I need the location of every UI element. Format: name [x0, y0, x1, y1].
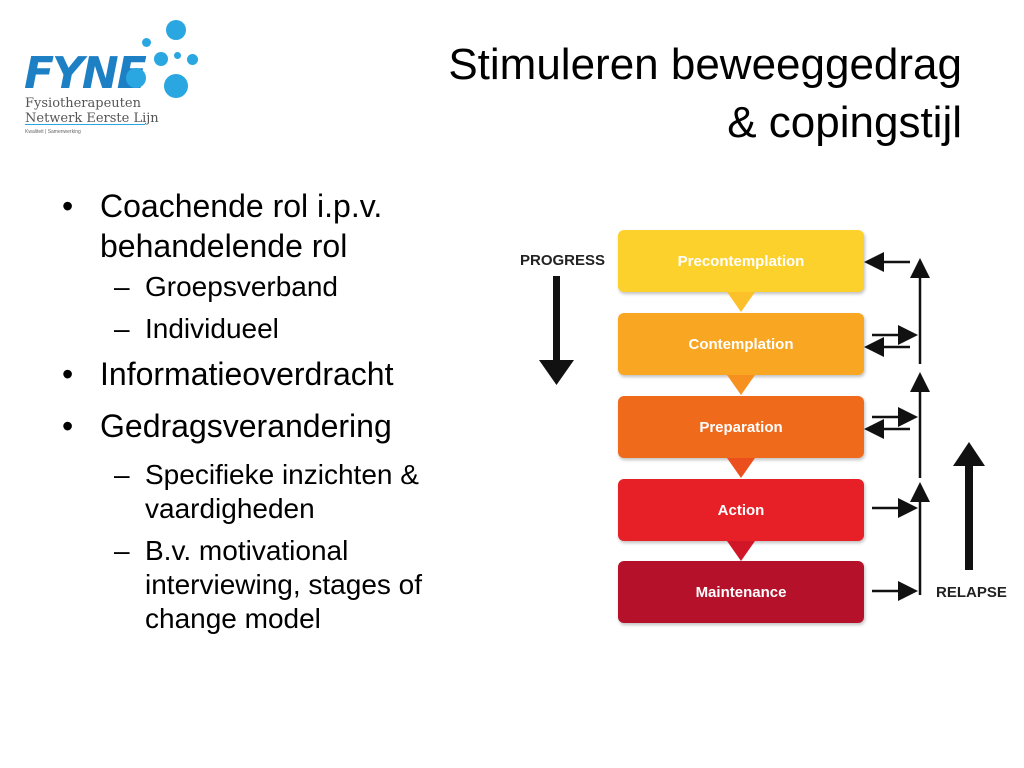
sub-bullet-text: B.v. motivational interviewing, stages o… [145, 535, 423, 634]
sub-bullet-item: – Individueel [58, 312, 498, 346]
stage-box: Preparation [618, 396, 864, 458]
sub-bullet-text: Groepsverband [145, 271, 339, 302]
sub-bullet-item: – Specifieke inzichten & vaardigheden [58, 458, 498, 526]
bullet-marker: • [62, 188, 74, 224]
relapse-label: RELAPSE [936, 584, 1007, 601]
bullet-item: • Coachende rol i.p.v. behandelende rol [58, 186, 498, 266]
sub-bullet-text: Individueel [145, 313, 279, 344]
sub-bullet-marker: – [114, 459, 130, 490]
stages-of-change-diagram: PROGRESS RELAPSE Precontemplation Contem… [500, 210, 1010, 650]
logo-tagline: Kwaliteit | Samenwerking [25, 129, 81, 135]
bullet-text: Coachende rol i.p.v. behandelende rol [100, 188, 383, 264]
sub-bullet-item: – Groepsverband [58, 270, 498, 304]
progress-arrow-icon [539, 276, 574, 385]
stage-box: Precontemplation [618, 230, 864, 292]
logo-dot [126, 68, 146, 88]
progress-label: PROGRESS [520, 252, 606, 269]
logo-dot [187, 54, 198, 65]
relapse-arrow-icon [953, 442, 985, 570]
stage-transition-arrows [864, 252, 918, 601]
sub-bullet-item: – B.v. motivational interviewing, stages… [58, 534, 498, 636]
bullet-item: • Informatieoverdracht [58, 354, 498, 394]
sub-bullet-marker: – [114, 271, 130, 302]
diagram-arrows [539, 252, 985, 601]
title-line-2: & copingstijl [727, 98, 962, 147]
logo-dot [166, 20, 186, 40]
sub-bullet-text: Specifieke inzichten & vaardigheden [145, 459, 419, 524]
logo-dot [164, 74, 188, 98]
logo-dot [142, 38, 151, 47]
bullet-text: Gedragsverandering [100, 408, 392, 444]
stage-box: Action [618, 479, 864, 541]
stage-box: Maintenance [618, 561, 864, 623]
logo-divider [25, 124, 145, 125]
logo-dot [154, 52, 168, 66]
bullet-list: • Coachende rol i.p.v. behandelende rol … [58, 186, 498, 644]
bullet-marker: • [62, 356, 74, 392]
title-line-1: Stimuleren beweeggedrag [448, 40, 962, 89]
sub-bullet-marker: – [114, 535, 130, 566]
fyne-logo: FYNE Fysiotherapeuten Netwerk Eerste Lij… [22, 18, 212, 148]
logo-line-2: Netwerk Eerste Lijn [25, 111, 159, 126]
bullet-item: • Gedragsverandering [58, 406, 498, 446]
sub-bullet-marker: – [114, 313, 130, 344]
bullet-text: Informatieoverdracht [100, 356, 394, 392]
logo-dot [174, 52, 181, 59]
bullet-marker: • [62, 408, 74, 444]
logo-line-1: Fysiotherapeuten [25, 96, 141, 111]
stage-box: Contemplation [618, 313, 864, 375]
slide-title: Stimuleren beweeggedrag & copingstijl [322, 36, 962, 152]
